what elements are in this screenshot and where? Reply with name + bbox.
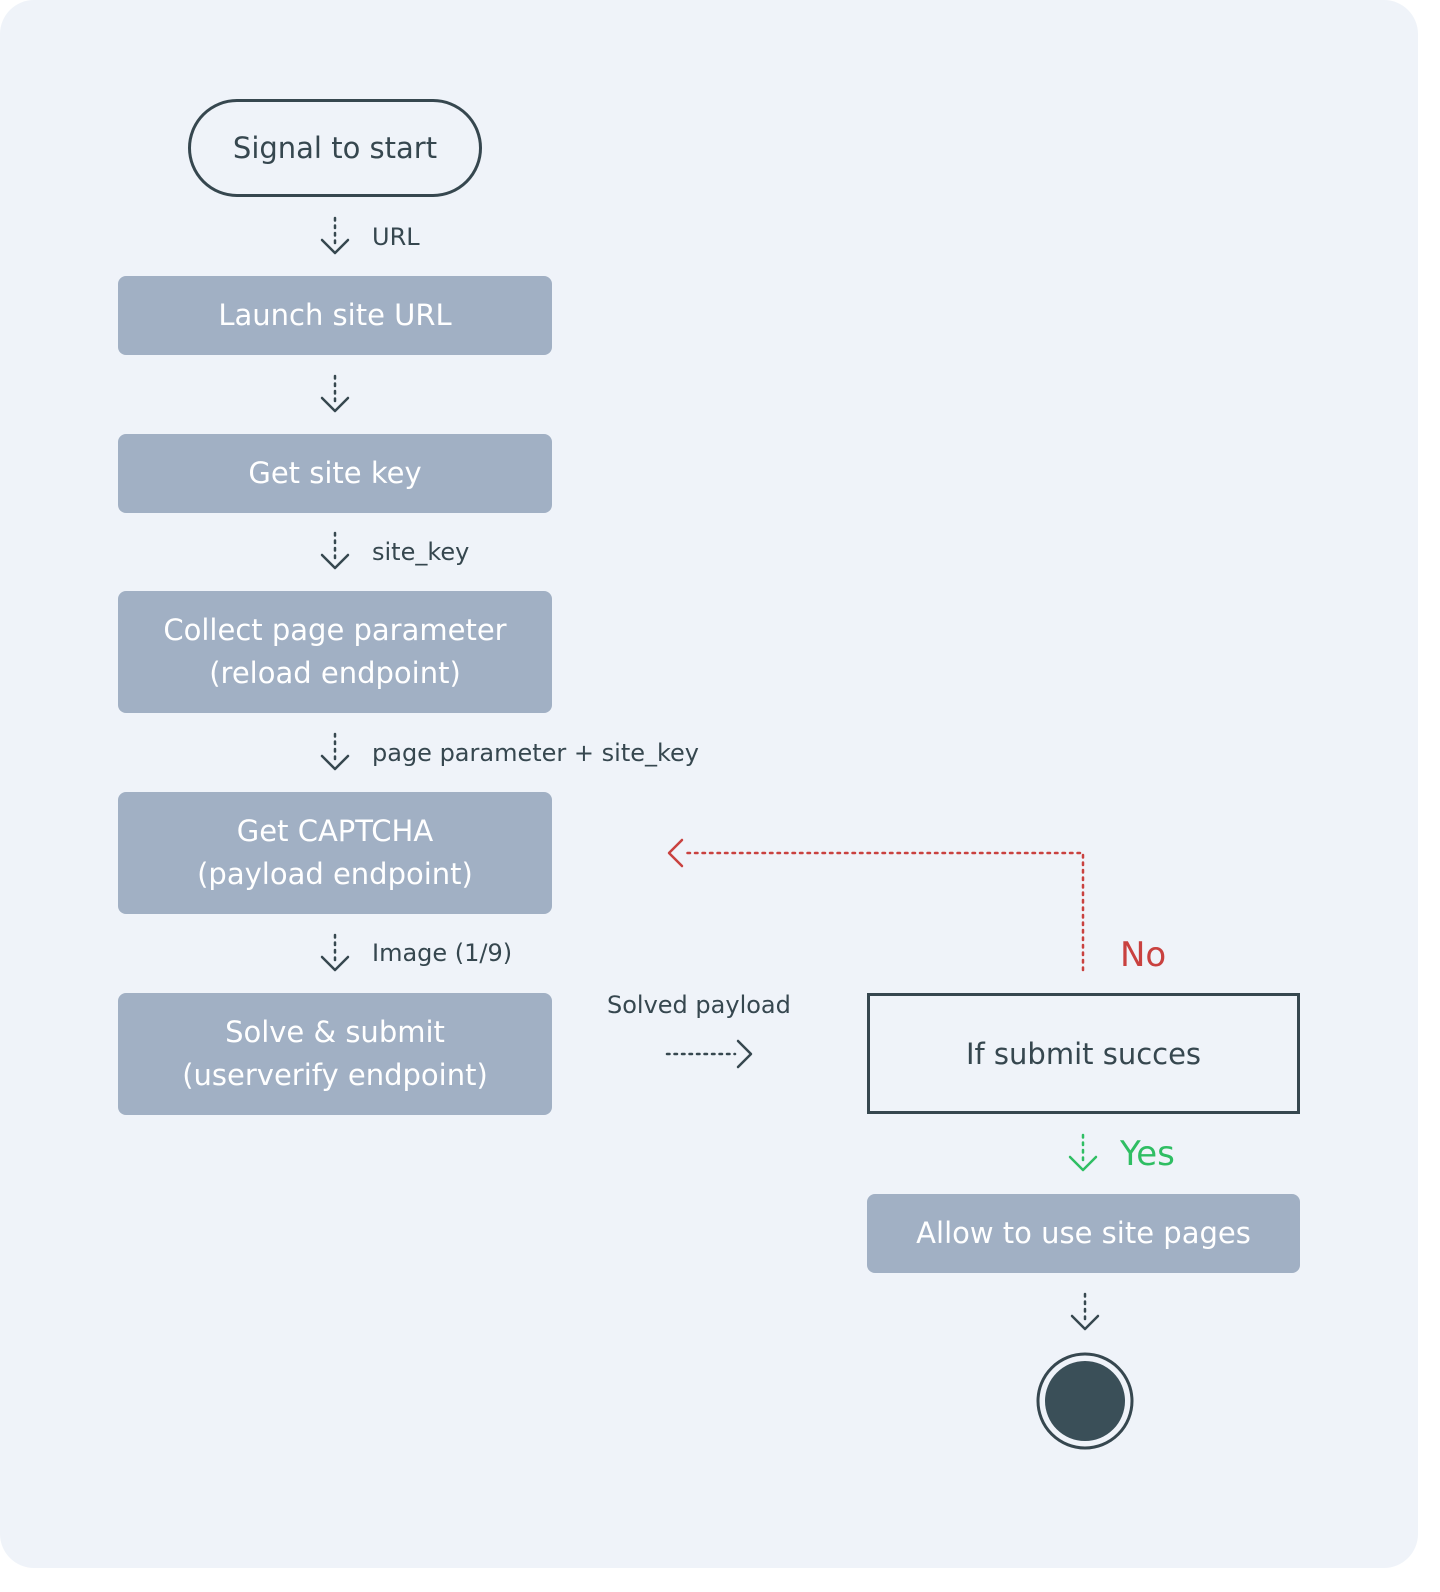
start-node: Signal to start (188, 99, 482, 197)
edge-label-image: Image (1/9) (372, 939, 513, 967)
collect-page-parameter-node: Collect page parameter (reload endpoint) (118, 591, 552, 713)
arrow-launch-to-key (320, 374, 350, 413)
edge-label-url: URL (372, 223, 420, 251)
arrow-solve-to-decision (665, 1039, 753, 1069)
arrow-no-loop-back (667, 838, 1085, 972)
solve-submit-node: Solve & submit (userverify endpoint) (118, 993, 552, 1115)
edge-label-site-key: site_key (372, 538, 470, 566)
get-captcha-node: Get CAPTCHA (payload endpoint) (118, 792, 552, 914)
launch-site-url-node: Launch site URL (118, 276, 552, 355)
arrow-allow-to-end (1070, 1292, 1100, 1331)
diagram-canvas: Signal to start Launch site URL Get site… (0, 0, 1418, 1568)
arrow-start-to-launch (320, 216, 350, 255)
get-site-key-node: Get site key (118, 434, 552, 513)
arrow-captcha-to-solve (320, 933, 350, 972)
end-node (1036, 1352, 1134, 1450)
arrow-yes-to-allow (1068, 1133, 1098, 1172)
arrow-key-to-collect (320, 531, 350, 570)
edge-label-yes: Yes (1120, 1134, 1175, 1174)
edge-label-page-parameter: page parameter + site_key (372, 739, 699, 767)
edge-label-solved-payload: Solved payload (607, 991, 791, 1019)
connector-layer (320, 216, 1134, 1450)
edge-label-no: No (1120, 935, 1167, 975)
submit-success-decision-node: If submit succes (867, 993, 1300, 1114)
allow-site-pages-node: Allow to use site pages (867, 1194, 1300, 1273)
arrow-collect-to-captcha (320, 732, 350, 771)
